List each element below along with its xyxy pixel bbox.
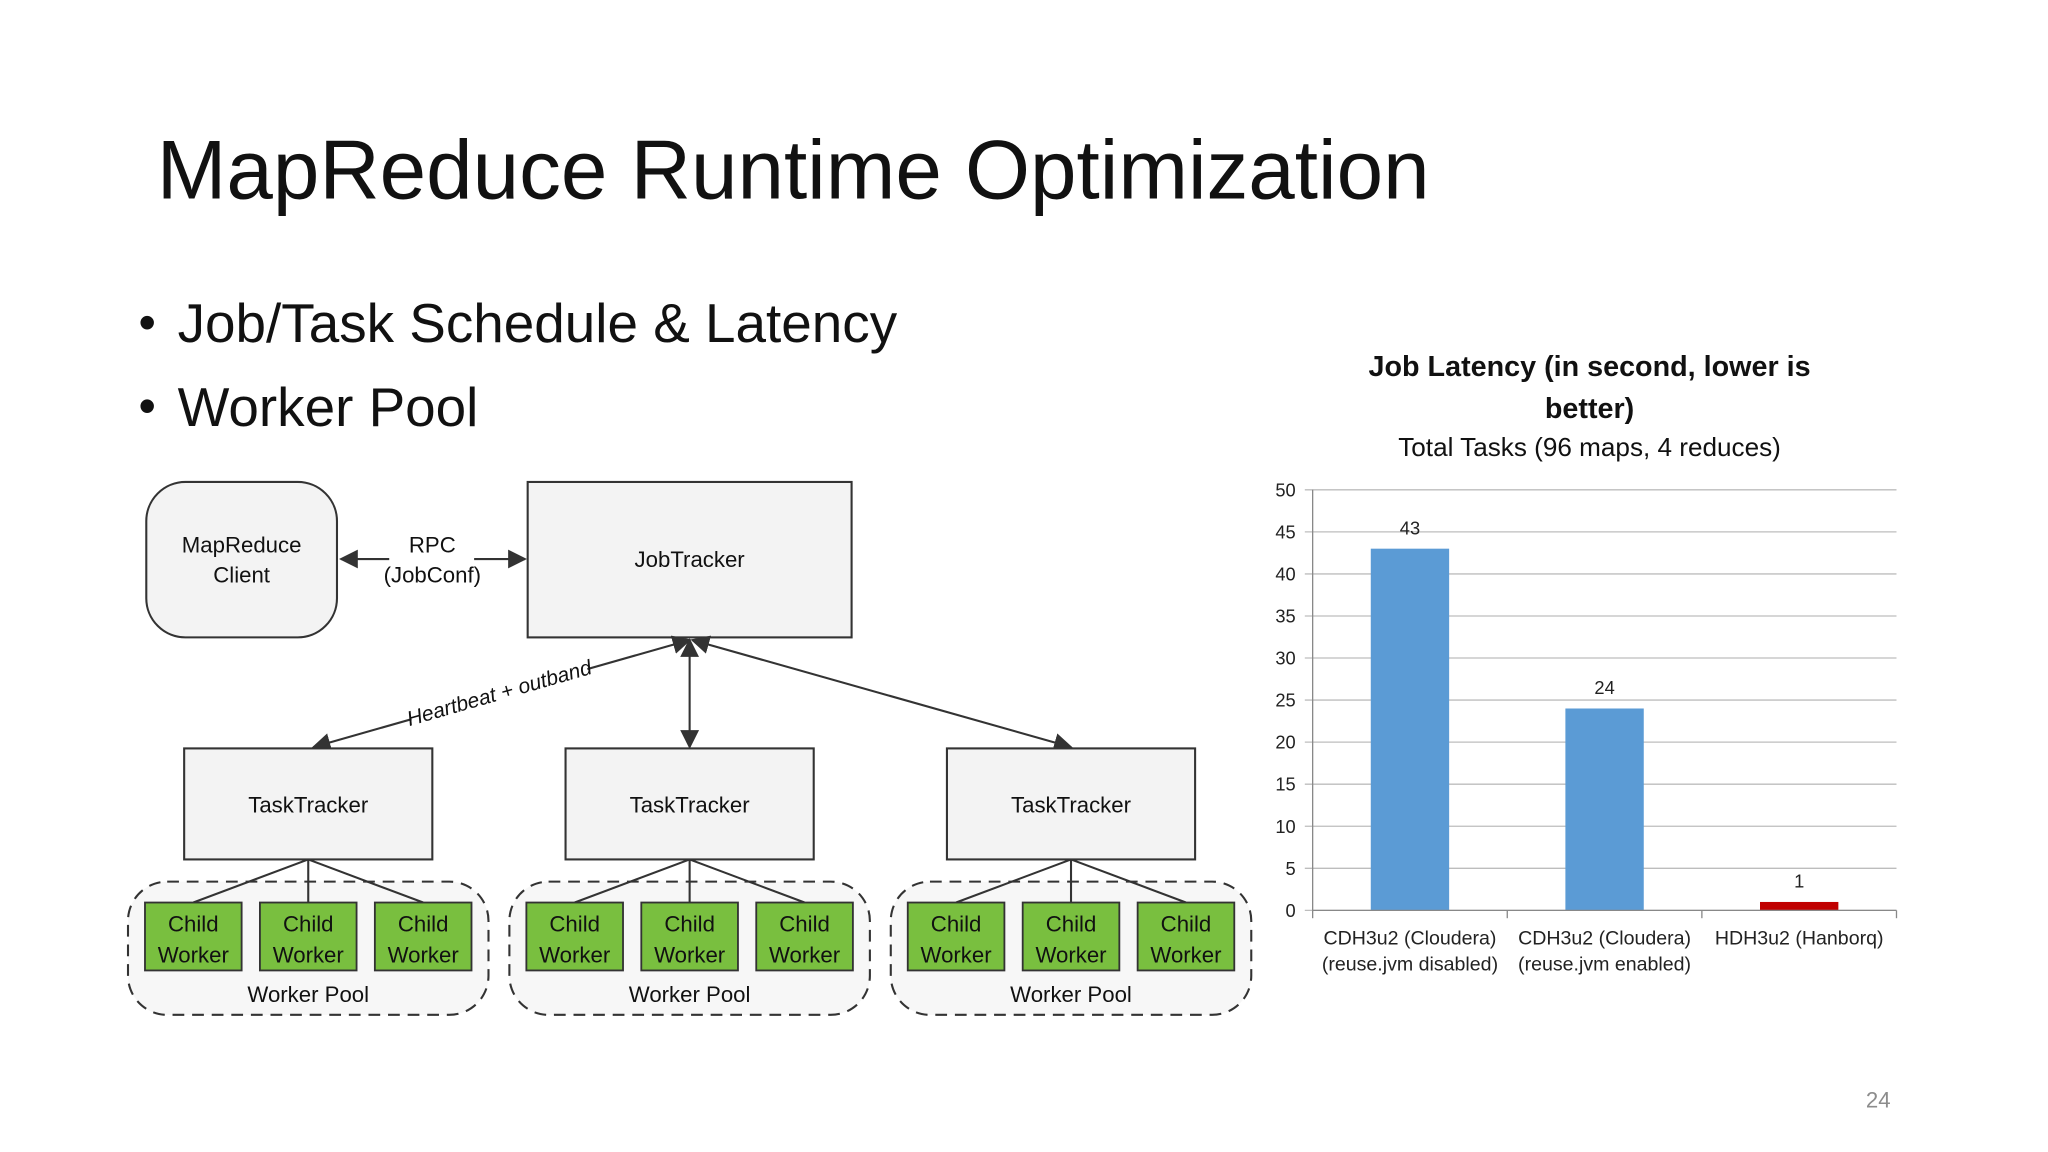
worker-pool-label: Worker Pool xyxy=(1010,982,1132,1007)
x-category-sublabel: (reuse.jvm disabled) xyxy=(1322,953,1498,975)
architecture-diagram: MapReduce Client RPC (JobConf) JobTracke… xyxy=(126,480,1253,1016)
heartbeat-label-bg xyxy=(406,651,591,731)
data-label: 1 xyxy=(1794,871,1804,892)
worker-pool-label: Worker Pool xyxy=(629,982,751,1007)
tasktracker-label: TaskTracker xyxy=(630,792,751,817)
bar xyxy=(1565,708,1644,911)
x-category-label: HDH3u2 (Hanborq) xyxy=(1715,927,1884,949)
child-worker-label-line2: Worker xyxy=(921,943,993,968)
child-worker-box xyxy=(906,901,1006,972)
x-category-label: CDH3u2 (Cloudera) xyxy=(1323,927,1496,949)
worker-pool-label: Worker Pool xyxy=(247,982,369,1007)
child-worker-box xyxy=(755,901,854,972)
child-worker-label-line2: Worker xyxy=(539,943,611,968)
y-tick-label: 30 xyxy=(1275,648,1295,669)
child-worker-label-line1: Child xyxy=(1046,911,1097,936)
connector-line xyxy=(689,858,805,904)
child-worker-label-line1: Child xyxy=(664,911,715,936)
connector-line xyxy=(574,858,690,904)
y-tick-label: 25 xyxy=(1275,690,1295,711)
chart-title-line2: better) xyxy=(1545,393,1634,425)
page-number: 24 xyxy=(1866,1088,1891,1113)
mapreduce-client-box xyxy=(145,480,339,639)
child-worker-label-line2: Worker xyxy=(273,943,345,968)
child-worker-box xyxy=(1136,901,1236,972)
tasktracker-label: TaskTracker xyxy=(248,792,369,817)
y-tick-label: 50 xyxy=(1275,479,1295,500)
tasktracker-box xyxy=(183,747,434,861)
y-tick-label: 40 xyxy=(1275,563,1295,584)
heartbeat-arrow-right xyxy=(690,635,1073,752)
y-tick-label: 45 xyxy=(1275,521,1295,542)
x-category-label: CDH3u2 (Cloudera) xyxy=(1518,927,1691,949)
child-worker-label-line1: Child xyxy=(779,911,830,936)
jobtracker-box xyxy=(526,480,853,639)
child-worker-box xyxy=(144,901,243,972)
tasktracker-label: TaskTracker xyxy=(1011,792,1132,817)
bar xyxy=(1760,901,1839,911)
child-worker-box xyxy=(1021,901,1121,972)
connector-line xyxy=(955,858,1072,904)
child-worker-box xyxy=(259,901,358,972)
rpc-sublabel: (JobConf) xyxy=(384,563,481,588)
child-worker-label-line2: Worker xyxy=(158,943,230,968)
chart-subtitle: Total Tasks (96 maps, 4 reduces) xyxy=(1398,432,1781,462)
data-label: 24 xyxy=(1594,677,1614,698)
bullet-2: Worker Pool xyxy=(178,376,479,438)
chart-title-line1: Job Latency (in second, lower is xyxy=(1369,351,1811,383)
connector-line xyxy=(307,858,424,904)
child-worker-label-line1: Child xyxy=(549,911,600,936)
data-label: 43 xyxy=(1400,517,1420,538)
bar xyxy=(1370,548,1450,911)
child-worker-label-line2: Worker xyxy=(654,943,726,968)
y-tick-label: 20 xyxy=(1275,732,1295,753)
tasktracker-box xyxy=(945,747,1197,861)
child-worker-label-line2: Worker xyxy=(1150,943,1222,968)
child-worker-box xyxy=(525,901,624,972)
child-worker-label-line1: Child xyxy=(283,911,334,936)
child-worker-label-line2: Worker xyxy=(1035,943,1107,968)
child-worker-label-line1: Child xyxy=(1161,911,1212,936)
latency-chart: Job Latency (in second, lower is better)… xyxy=(1275,351,1898,975)
child-worker-label-line1: Child xyxy=(398,911,449,936)
child-worker-label-line2: Worker xyxy=(769,943,841,968)
connector-line xyxy=(1070,858,1187,904)
child-worker-box xyxy=(640,901,739,972)
bullet-icon: • xyxy=(138,295,155,351)
y-tick-label: 10 xyxy=(1275,816,1295,837)
bullet-icon: • xyxy=(138,378,155,434)
slide-title: MapReduce Runtime Optimization xyxy=(157,123,1430,217)
client-label-line1: MapReduce xyxy=(182,532,302,557)
child-worker-label-line1: Child xyxy=(931,911,982,936)
child-worker-label-line1: Child xyxy=(168,911,219,936)
tasktracker-box xyxy=(564,747,815,861)
jobtracker-label: JobTracker xyxy=(635,547,746,572)
y-tick-label: 15 xyxy=(1275,774,1295,795)
connector-line xyxy=(192,858,309,904)
y-tick-label: 5 xyxy=(1286,858,1296,879)
y-tick-label: 0 xyxy=(1286,900,1296,921)
bullet-1: Job/Task Schedule & Latency xyxy=(178,292,898,354)
child-worker-box xyxy=(373,901,473,972)
client-label-line2: Client xyxy=(213,563,270,588)
x-category-sublabel: (reuse.jvm enabled) xyxy=(1518,953,1691,975)
rpc-label: RPC xyxy=(409,532,456,557)
heartbeat-label: Heartbeat + outband xyxy=(404,656,595,731)
y-tick-label: 35 xyxy=(1275,605,1295,626)
child-worker-label-line2: Worker xyxy=(388,943,460,968)
